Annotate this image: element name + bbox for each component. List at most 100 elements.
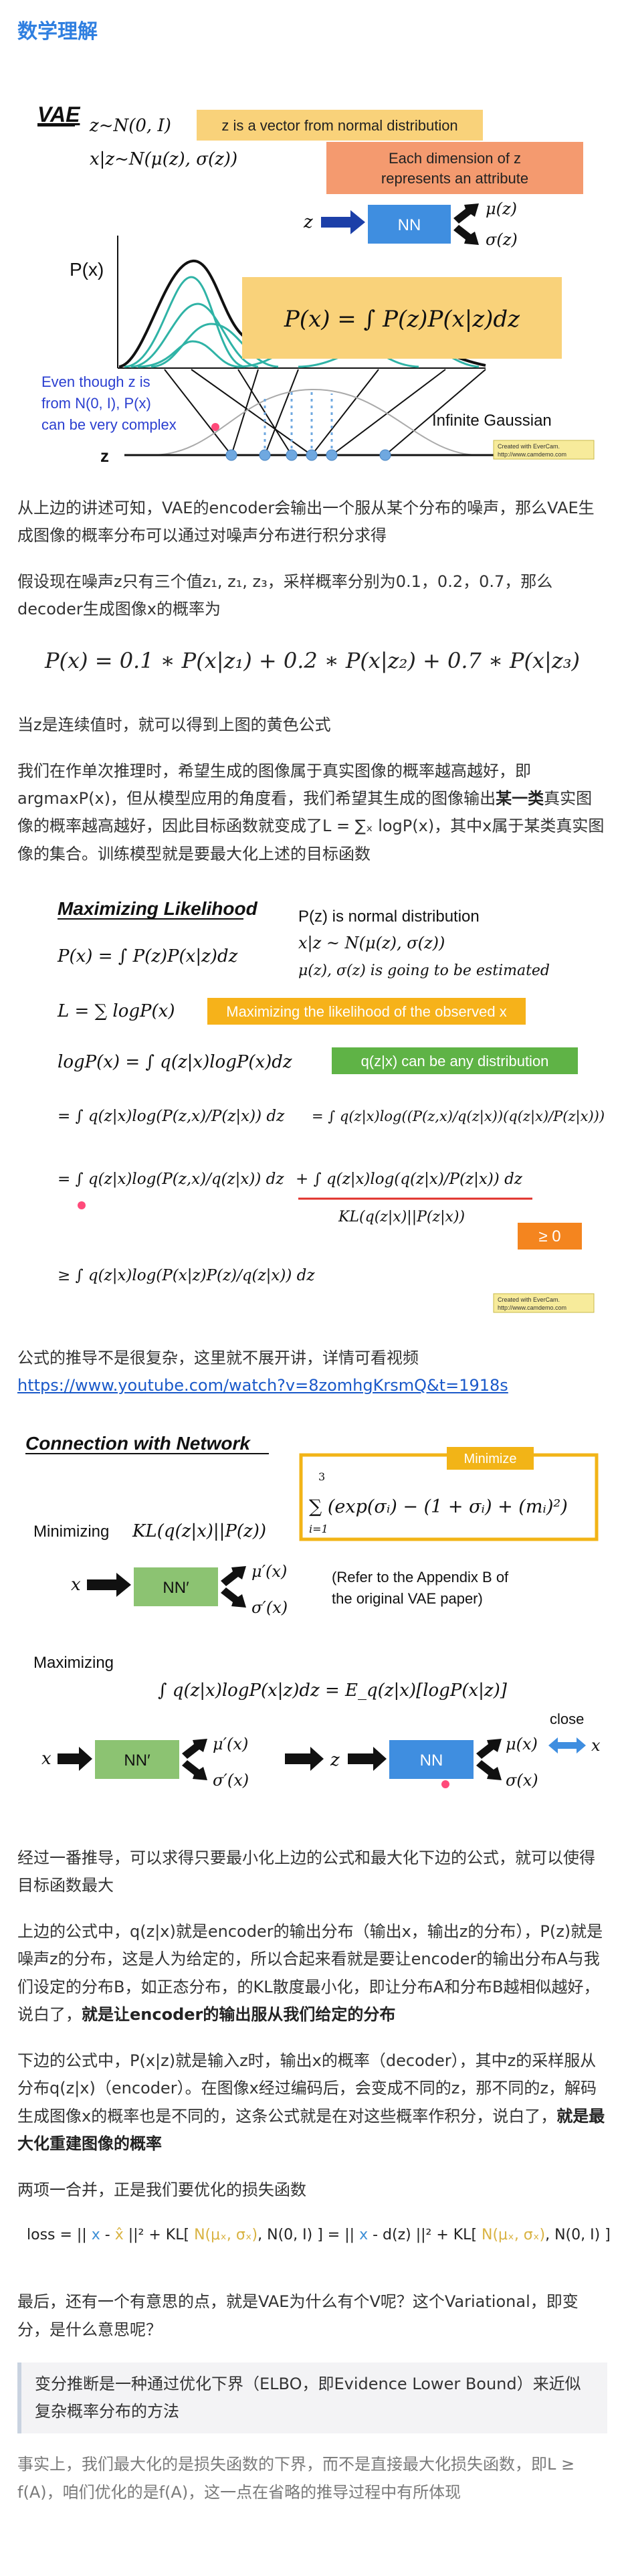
z-axis-label: z bbox=[100, 446, 109, 466]
video-link[interactable]: https://www.youtube.com/watch?v=8zomhgKr… bbox=[17, 1376, 508, 1395]
banner-q-box bbox=[332, 1047, 578, 1075]
encoder-box bbox=[134, 1567, 218, 1606]
para-objective-c: 真实图像的概率越高越好，因此目标函数就变成了L = ∑ₓ logP(x)，其中x… bbox=[17, 789, 605, 863]
mapping-lines bbox=[164, 368, 486, 456]
arrow-down-right-icon bbox=[221, 1587, 246, 1608]
blue-note-line3: can be very complex bbox=[41, 416, 177, 433]
para-loss-intro: 两项一合并，正是我们要优化的损失函数 bbox=[17, 2180, 306, 2200]
decoder-label: NN bbox=[420, 1751, 443, 1770]
para-reconstruction-term: 下边的公式中，P(x|z)就是输入z时，输出x的概率（decoder），其中z的… bbox=[17, 2047, 607, 2158]
note-estimate: μ(z), σ(z) is going to be estimated bbox=[298, 962, 550, 979]
loss-part: , N(0, I) ] = || bbox=[257, 2227, 360, 2244]
blue-note-line2: from N(0, I), P(x) bbox=[41, 395, 151, 412]
loss-formula: loss = || x - x̂ ||² + KL[ N(μₓ, σₓ), N(… bbox=[27, 2223, 611, 2248]
quote-text: 变分推断是一种通过优化下界（ELBO，即Evidence Lower Bound… bbox=[35, 2374, 581, 2421]
para-derivation: 经过一番推导，可以求得只要最小化上边的公式和最大化下边的公式，就可以使得目标函数… bbox=[17, 1848, 595, 1895]
para-video-text: 公式的推导不是很复杂，这里就不展开讲，详情可看视频 bbox=[17, 1349, 419, 1368]
loss-part: - d(z) ||² + KL[ bbox=[368, 2227, 482, 2244]
loss-part: ||² + KL[ bbox=[123, 2227, 195, 2244]
minimizing-label: Minimizing bbox=[33, 1523, 109, 1541]
mu-z: μ(z) bbox=[486, 199, 517, 218]
arrow-up-right-icon bbox=[221, 1565, 246, 1586]
sigma-z: σ(z) bbox=[486, 230, 518, 249]
arrow-right-icon bbox=[58, 1746, 92, 1771]
arrow-down-right-icon bbox=[453, 224, 479, 245]
note-attr-box bbox=[326, 141, 583, 194]
network-title: Connection with Network bbox=[25, 1433, 251, 1454]
cursor-dot bbox=[78, 1201, 86, 1210]
network-figure-svg: Connection with Network Minimize 3 i=1 ∑… bbox=[25, 1433, 601, 1790]
px-formula: P(x) = ∫ P(z)P(x|z)dz bbox=[284, 306, 520, 333]
refer-line2: the original VAE paper) bbox=[332, 1590, 483, 1607]
maximize-formula: ∫ q(z|x)logP(x|z)dz = E_q(z|x)[logP(x|z)… bbox=[158, 1681, 508, 1701]
geq0-label: ≥ 0 bbox=[538, 1227, 560, 1246]
infinite-gaussian-label: Infinite Gaussian bbox=[432, 412, 552, 430]
kl-prior: KL(q(z|x)||P(z)) bbox=[132, 1521, 266, 1541]
target-x: x bbox=[591, 1736, 601, 1755]
vae-figure-svg: VAE z~N(0, I) x|z~N(μ(z), σ(z)) z is a v… bbox=[37, 102, 595, 466]
likelihood-figure: Maximizing Likelihood P(z) is normal dis… bbox=[17, 887, 607, 1316]
credit-badge bbox=[493, 1293, 595, 1313]
arrow-up-right-icon bbox=[476, 1738, 502, 1759]
credit-badge bbox=[493, 440, 595, 460]
note-vector-box bbox=[197, 109, 483, 141]
normal-distribution-curve bbox=[150, 388, 480, 456]
eq-L: L = ∑ logP(x) bbox=[57, 1001, 175, 1021]
maximizing-label: Maximizing bbox=[33, 1654, 114, 1672]
quote-block: 变分推断是一种通过优化下界（ELBO，即Evidence Lower Bound… bbox=[17, 2362, 607, 2434]
network-figure: Connection with Network Minimize 3 i=1 ∑… bbox=[17, 1418, 607, 1818]
chain-sigma-prime: σ′(x) bbox=[213, 1771, 249, 1790]
minimize-formula: ∑ (exp(σᵢ) − (1 + σᵢ) + (mᵢ)²) bbox=[309, 1496, 568, 1517]
encoder-input-x: x bbox=[71, 1575, 81, 1595]
chain-input-x: x bbox=[41, 1749, 51, 1769]
para-video: 公式的推导不是很复杂，这里就不展开讲，详情可看视频 https://www.you… bbox=[17, 1345, 607, 1400]
eq-step2a: = ∫ q(z|x)log(P(z,x)/q(z|x)) dz bbox=[58, 1171, 284, 1188]
z-samples bbox=[225, 449, 391, 461]
px-axis-label: P(x) bbox=[70, 259, 104, 280]
para-lower-bound: 事实上，我们最大化的是损失函数的下界，而不是直接最大化损失函数，即L ≥ f(A… bbox=[17, 2455, 575, 2502]
para-kl-term: 上边的公式中，q(z|x)就是encoder的输出分布（输出x，输出z的分布），… bbox=[17, 1918, 607, 2029]
cursor-dot bbox=[211, 422, 219, 431]
nn-label: NN bbox=[398, 216, 421, 234]
note-vector: z is a vector from normal distribution bbox=[221, 117, 457, 134]
sum-upper: 3 bbox=[318, 1470, 325, 1483]
arrow-right-icon bbox=[87, 1572, 131, 1597]
banner-likelihood-box bbox=[207, 998, 526, 1025]
chain-encoder-box bbox=[95, 1739, 179, 1779]
eq-logpx: logP(x) = ∫ q(z|x)logP(x)dz bbox=[58, 1052, 292, 1072]
article: 数学理解 VAE z~N(0, I) x|z~N(μ(z), σ(z)) z i… bbox=[17, 20, 611, 2502]
banner-q: q(z|x) can be any distribution bbox=[361, 1053, 549, 1069]
formula-discrete: P(x) = 0.1 ∗ P(x|z₁) + 0.2 ∗ P(x|z₂) + 0… bbox=[44, 647, 580, 673]
loss-normal: N(μₓ, σₓ) bbox=[482, 2227, 546, 2244]
vae-label: VAE bbox=[37, 102, 81, 126]
para-kl-term-a: 上边的公式中，q(z|x)就是encoder的输出分布（输出x，输出z的分布），… bbox=[17, 1922, 603, 2024]
chain-mu-prime: μ′(x) bbox=[213, 1735, 248, 1753]
loss-xhat: x̂ bbox=[114, 2227, 124, 2244]
blue-note-line1: Even though z is bbox=[41, 373, 150, 390]
minimize-tag: Minimize bbox=[464, 1452, 517, 1466]
arrow-right-icon bbox=[321, 209, 365, 234]
sigma-prime: σ′(x) bbox=[251, 1598, 288, 1617]
cursor-dot bbox=[441, 1780, 449, 1788]
para-objective-bold: 某一类 bbox=[496, 789, 544, 808]
vae-figure: VAE z~N(0, I) x|z~N(μ(z), σ(z)) z is a v… bbox=[17, 76, 607, 468]
credit-line1: Created with EverCam. bbox=[498, 1296, 560, 1303]
eq-step1a: = ∫ q(z|x)log(P(z,x)/P(z|x)) dz bbox=[58, 1108, 285, 1125]
chain-z: z bbox=[330, 1750, 340, 1770]
mu-prime: μ′(x) bbox=[251, 1562, 287, 1581]
para-objective: 我们在作单次推理时，希望生成的图像属于真实图像的概率越高越好，即argmaxP(… bbox=[17, 758, 607, 868]
eq-px: P(x) = ∫ P(z)P(x|z)dz bbox=[57, 946, 238, 966]
para-variational: 最后，还有一个有意思的点，就是VAE为什么有个V呢？这个Variational，… bbox=[17, 2292, 579, 2339]
decoder-mu: μ(x) bbox=[506, 1735, 538, 1753]
loss-x: x bbox=[91, 2227, 100, 2244]
xz-distribution: x|z~N(μ(z), σ(z)) bbox=[90, 149, 237, 169]
likelihood-title: Maximizing Likelihood bbox=[58, 898, 258, 919]
para-encoder: 从上边的讲述可知，VAE的encoder会输出一个服从某个分布的噪声，那么VAE… bbox=[17, 498, 595, 545]
chain-encoder-label: NN′ bbox=[124, 1751, 150, 1770]
eq-step1b: = ∫ q(z|x)log((P(z,x)/q(z|x))(q(z|x)/P(z… bbox=[312, 1108, 607, 1125]
section-title: 数学理解 bbox=[17, 20, 98, 44]
nn-box bbox=[368, 204, 451, 244]
loss-normal: N(μₓ, σₓ) bbox=[194, 2227, 258, 2244]
close-label: close bbox=[550, 1711, 584, 1727]
loss-part: loss = || bbox=[27, 2227, 92, 2244]
